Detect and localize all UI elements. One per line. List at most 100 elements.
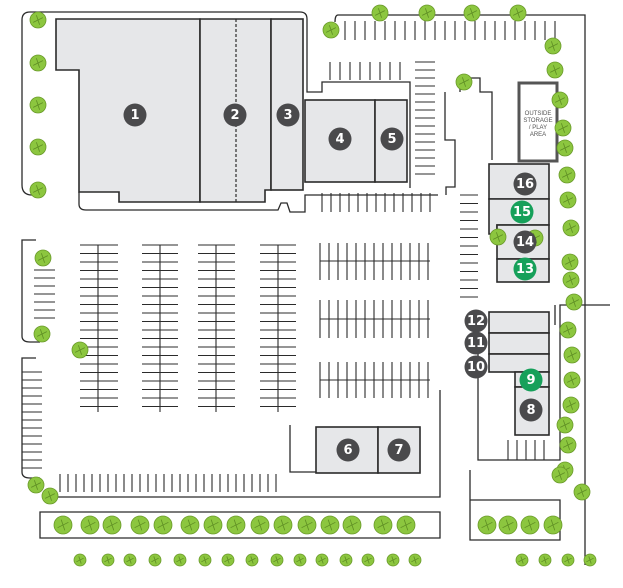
tree-branches <box>76 556 84 564</box>
tree-branches <box>75 345 85 355</box>
sidewalk-outline <box>334 14 339 23</box>
tree-icon <box>153 515 173 535</box>
tree-icon <box>198 553 212 567</box>
tree-branches <box>33 58 43 68</box>
tree-icon <box>273 515 293 535</box>
tree-branches <box>481 519 493 531</box>
unit-number: 6 <box>343 443 352 458</box>
unit-marker-15[interactable]: 15 <box>510 200 534 224</box>
tree-branches <box>467 8 477 18</box>
tree-icon <box>41 487 59 505</box>
unit-marker-badge <box>387 438 411 462</box>
tree-icon <box>29 11 47 29</box>
tree-branches <box>400 519 412 531</box>
tree-icon <box>371 4 389 22</box>
unit-marker-badge <box>513 172 537 196</box>
tree-icon <box>556 139 574 157</box>
tree-icon <box>546 61 564 79</box>
tree-branches <box>422 8 432 18</box>
storage-label-line: / PLAY <box>529 125 547 131</box>
tree-branches <box>126 556 134 564</box>
tree-branches <box>104 556 112 564</box>
tree-icon <box>250 515 270 535</box>
unit-marker-5[interactable]: 5 <box>380 127 404 151</box>
planter-strip-outline <box>39 511 441 539</box>
building-unit-12 <box>488 311 550 334</box>
tree-icon <box>558 166 576 184</box>
unit-marker-badge <box>510 200 534 224</box>
tree-branches <box>558 123 568 133</box>
unit-marker-1[interactable]: 1 <box>123 103 147 127</box>
tree-icon <box>562 219 580 237</box>
unit-marker-badge <box>519 368 543 392</box>
unit-marker-7[interactable]: 7 <box>387 438 411 462</box>
unit-marker-3[interactable]: 3 <box>276 103 300 127</box>
unit-marker-9[interactable]: 9 <box>519 368 543 392</box>
unit-marker-6[interactable]: 6 <box>336 438 360 462</box>
unit-marker-12[interactable]: 12 <box>464 309 488 333</box>
unit-marker-2[interactable]: 2 <box>223 103 247 127</box>
unit-marker-10[interactable]: 10 <box>464 355 488 379</box>
unit-marker-4[interactable]: 4 <box>328 127 352 151</box>
tree-branches <box>563 325 573 335</box>
tree-icon <box>561 553 575 567</box>
tree-icon <box>29 138 47 156</box>
unit-number: 10 <box>467 360 485 375</box>
unit-marker-8[interactable]: 8 <box>519 398 543 422</box>
tree-branches <box>502 519 514 531</box>
tree-icon <box>520 515 540 535</box>
unit-number: 14 <box>516 235 534 250</box>
tree-branches <box>377 519 389 531</box>
tree-branches <box>45 491 55 501</box>
unit-number: 9 <box>526 373 535 388</box>
unit-marker-14[interactable]: 14 <box>513 230 537 254</box>
tree-icon <box>386 553 400 567</box>
tree-icon <box>180 515 200 535</box>
tree-icon <box>29 96 47 114</box>
tree-icon <box>130 515 150 535</box>
tree-icon <box>408 553 422 567</box>
unit-marker-badge <box>519 398 543 422</box>
unit-marker-badge <box>464 331 488 355</box>
unit-marker-11[interactable]: 11 <box>464 331 488 355</box>
sidewalk-outline <box>21 11 44 196</box>
tree-icon <box>53 515 73 535</box>
tree-branches <box>567 350 577 360</box>
unit-number: 15 <box>513 205 531 220</box>
unit-number: 3 <box>283 108 292 123</box>
tree-branches <box>518 556 526 564</box>
tree-branches <box>37 329 47 339</box>
tree-branches <box>157 519 169 531</box>
tree-icon <box>226 515 246 535</box>
tree-icon <box>477 515 497 535</box>
sidewalk-outline <box>444 92 456 195</box>
unit-number: 4 <box>335 132 344 147</box>
tree-icon <box>339 553 353 567</box>
tree-icon <box>173 553 187 567</box>
sidewalk-outline <box>50 390 441 498</box>
tree-branches <box>151 556 159 564</box>
tree-branches <box>555 470 565 480</box>
tree-branches <box>33 100 43 110</box>
tree-icon <box>515 553 529 567</box>
tree-branches <box>346 519 358 531</box>
tree-branches <box>459 77 469 87</box>
tree-icon <box>544 37 562 55</box>
tree-branches <box>31 480 41 490</box>
tree-branches <box>254 519 266 531</box>
tree-branches <box>566 400 576 410</box>
unit-marker-13[interactable]: 13 <box>513 257 537 281</box>
tree-icon <box>489 228 507 246</box>
unit-marker-badge <box>123 103 147 127</box>
tree-branches <box>564 556 572 564</box>
tree-branches <box>569 297 579 307</box>
unit-marker-16[interactable]: 16 <box>513 172 537 196</box>
tree-icon <box>29 54 47 72</box>
tree-icon <box>563 371 581 389</box>
tree-branches <box>84 519 96 531</box>
unit-number: 5 <box>387 132 396 147</box>
tree-branches <box>555 95 565 105</box>
